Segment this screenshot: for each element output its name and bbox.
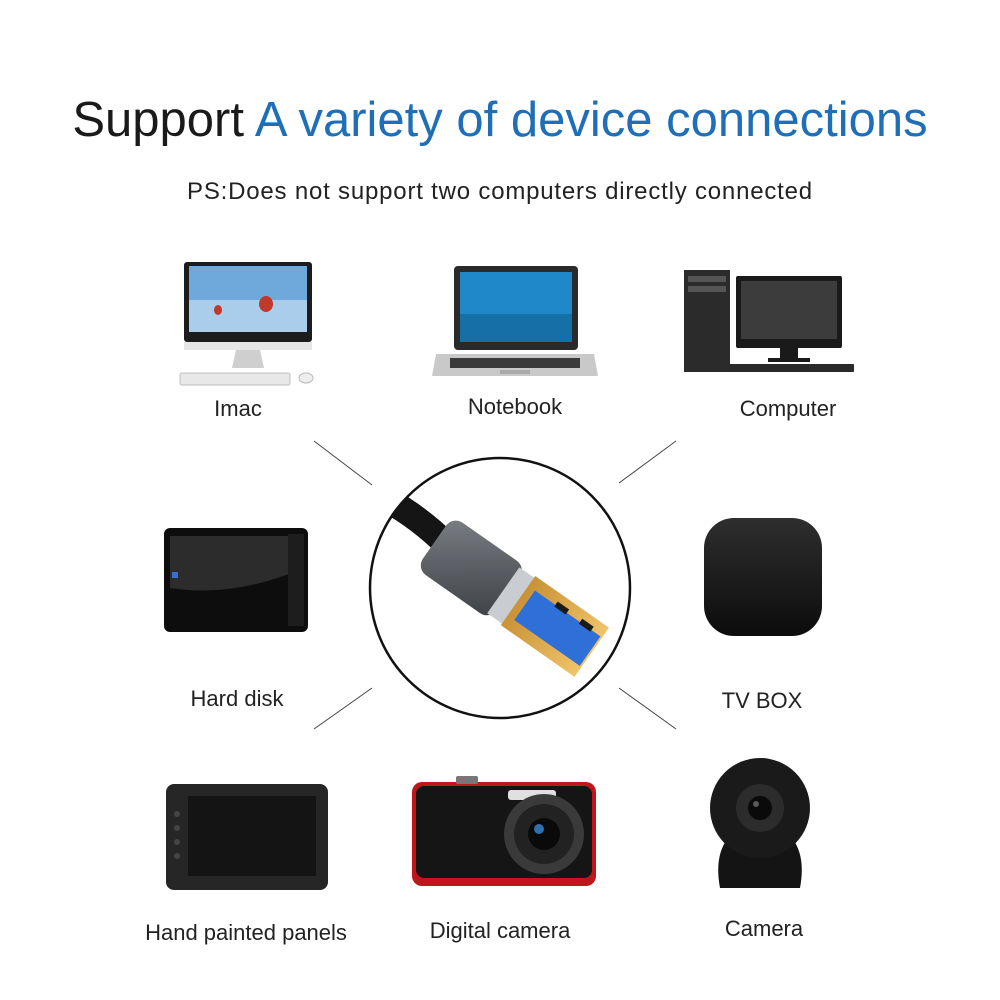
device-label-camera: Camera [724, 916, 804, 941]
laptop-icon [432, 264, 598, 382]
device-label-hard-disk: Hard disk [190, 686, 284, 711]
title-blue-text: A variety of device connections [254, 93, 928, 147]
device-label-hand-painted-panels: Hand painted panels [145, 920, 347, 945]
desktop-computer-icon [684, 268, 858, 376]
tv-box-icon [702, 516, 826, 640]
digital-camera-icon [412, 776, 598, 888]
device-label-tv-box: TV BOX [721, 688, 803, 713]
drawing-tablet-icon [166, 784, 330, 892]
device-label-digital-camera: Digital camera [429, 918, 571, 943]
hard-disk-icon [164, 528, 314, 634]
imac-icon [178, 260, 318, 388]
device-label-computer: Computer [739, 396, 837, 421]
page-title: Support A variety of device connections [0, 92, 1000, 148]
security-camera-icon [706, 756, 814, 890]
title-black-text: Support [72, 93, 244, 147]
page-subtitle: PS:Does not support two computers direct… [187, 178, 813, 205]
device-label-imac: Imac [214, 396, 262, 421]
usb-connector-icon [368, 456, 632, 720]
device-label-notebook: Notebook [467, 394, 563, 419]
